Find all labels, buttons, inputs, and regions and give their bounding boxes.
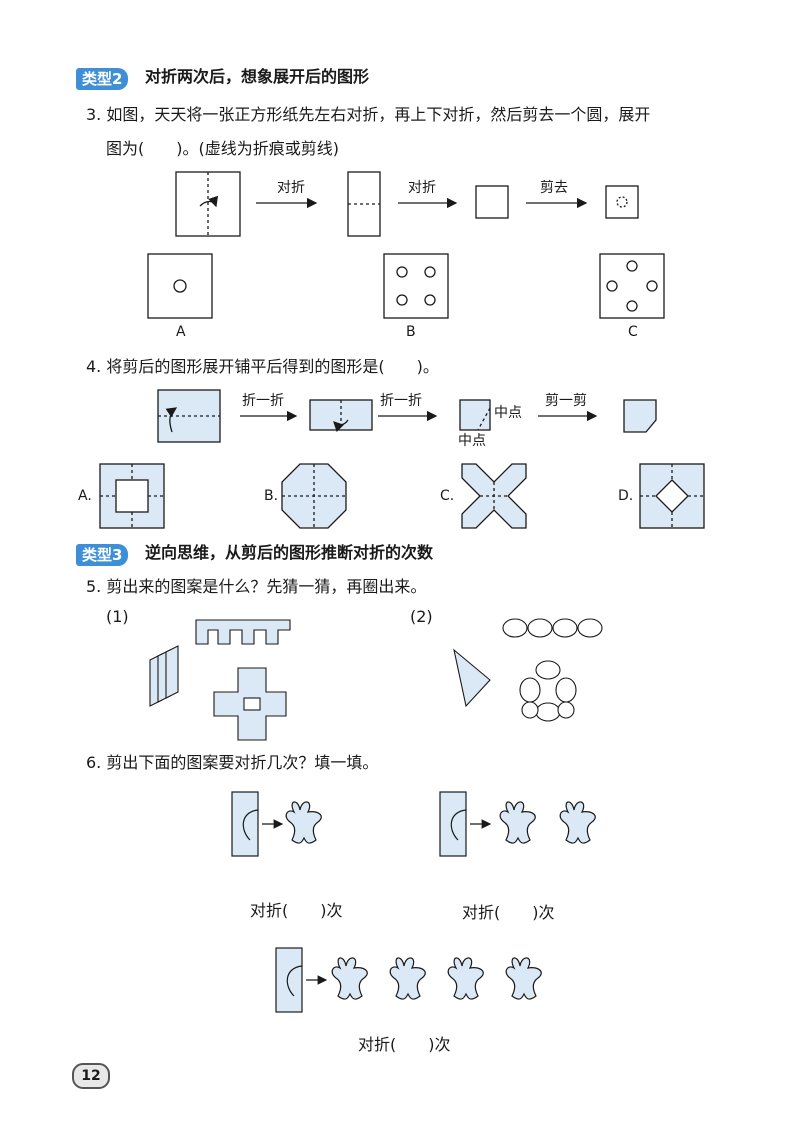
q3-line2: 图为( )。(虚线为折痕或剪线) [106, 139, 339, 158]
q3-option-a: A [176, 324, 186, 340]
q6-folded-paper-2 [439, 791, 467, 857]
q6-fill3: 对折( )次 [358, 1035, 451, 1054]
q4-option-b-figure [281, 463, 347, 529]
q6-folded-paper-3 [275, 947, 303, 1013]
q5-folded-paper-2 [453, 648, 491, 708]
q5-butterfly-row [502, 618, 603, 638]
q3-half-paper [347, 171, 381, 237]
q4-midpoint-right: 中点 [494, 405, 522, 421]
q5-sub1: (1) [106, 607, 129, 626]
page-number: 12 [72, 1063, 110, 1089]
q4-square-paper [157, 389, 221, 443]
q4-quarter-paper [459, 399, 491, 431]
q3-option-c-figure [599, 253, 665, 319]
q4-midpoint-bottom: 中点 [458, 433, 486, 449]
q6-fill2: 对折( )次 [462, 903, 555, 922]
q6-bunny-2a [499, 801, 536, 844]
q6-bunny-3a [331, 957, 368, 1000]
q4-option-c-figure [461, 463, 527, 529]
q4-option-b: B. [264, 488, 279, 504]
section-title-3: 逆向思维，从剪后的图形推断对折的次数 [145, 543, 434, 562]
q6-bunny-3c [447, 957, 484, 1000]
q6-folded-paper-1 [231, 791, 259, 857]
q3-step1-label: 对折 [277, 180, 305, 196]
q5-butterfly-ring [519, 660, 577, 722]
q4-option-d: D. [618, 488, 634, 504]
q6-fill1: 对折( )次 [250, 901, 343, 920]
q4-text: 4. 将剪后的图形展开铺平后得到的图形是( )。 [86, 357, 439, 376]
q3-line1: 3. 如图，天天将一张正方形纸先左右对折，再上下对折，然后剪去一个圆，展开 [86, 105, 651, 124]
section-title-2: 对折两次后，想象展开后的图形 [145, 67, 370, 86]
q4-option-a: A. [78, 488, 92, 504]
q5-text: 5. 剪出来的图案是什么？先猜一猜，再圈出来。 [86, 577, 427, 596]
q4-option-c: C. [440, 488, 455, 504]
q6-bunny-2b [559, 801, 596, 844]
q3-step3-label: 剪去 [540, 180, 568, 196]
q3-option-c: C [628, 324, 638, 340]
q4-step2-label: 折一折 [380, 393, 422, 409]
q4-step3-label: 剪一剪 [545, 393, 587, 409]
q3-cut-paper [605, 185, 639, 219]
q6-bunny-3d [505, 957, 542, 1000]
q3-option-a-figure [147, 253, 213, 319]
section-badge-3: 类型3 [76, 544, 129, 566]
q6-bunny-1 [285, 801, 322, 844]
section-badge-2: 类型2 [76, 68, 129, 90]
q5-folded-paper-1 [149, 645, 179, 707]
q5-shirt-row [195, 619, 291, 645]
q3-step2-label: 对折 [408, 180, 436, 196]
q4-step1-label: 折一折 [242, 393, 284, 409]
q3-quarter-paper [475, 185, 509, 219]
q4-cut-paper [623, 399, 657, 433]
q3-option-b-figure [383, 253, 449, 319]
q4-option-d-figure [639, 463, 705, 529]
q5-shirt-cross [213, 667, 287, 741]
q6-bunny-3b [389, 957, 426, 1000]
q6-text: 6. 剪出下面的图案要对折几次？填一填。 [86, 753, 379, 772]
q4-half-paper [309, 399, 373, 433]
q4-option-a-figure [99, 463, 165, 529]
q5-sub2: (2) [410, 607, 433, 626]
q3-option-b: B [406, 324, 416, 340]
q3-square-paper [175, 171, 241, 237]
